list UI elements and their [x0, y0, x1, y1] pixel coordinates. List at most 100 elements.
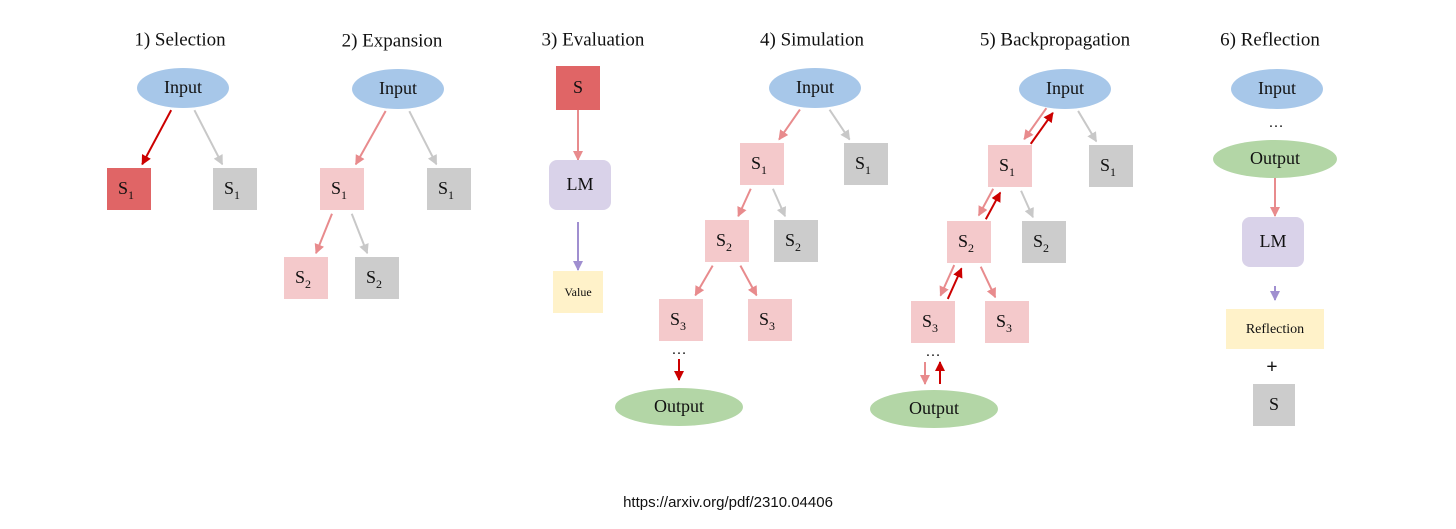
edge-s2a-to-s1a: [984, 191, 1002, 220]
svg-text:Input: Input: [379, 78, 417, 98]
node-output: Output: [1213, 140, 1337, 178]
node-s: S: [556, 66, 600, 110]
edge-s1a-to-s2b: [350, 213, 369, 255]
node-s3a: S3: [659, 299, 703, 341]
node-shape: [427, 168, 471, 210]
edge-s1a-to-s2a: [314, 213, 333, 255]
node-subscript: 3: [680, 319, 686, 333]
node-label: S: [295, 267, 305, 287]
node-shape: [988, 145, 1032, 187]
node-label: S: [855, 153, 865, 173]
node-s1a: S1: [107, 168, 151, 210]
node-subscript: 2: [305, 277, 311, 291]
node-label: S: [785, 230, 795, 250]
svg-text:S: S: [1269, 394, 1279, 414]
panel-title: 1) Selection: [134, 29, 226, 50]
edge-input-to-s1a: [1023, 107, 1048, 141]
node-s3b: S3: [985, 301, 1029, 343]
node-dots: …: [926, 344, 941, 360]
node-label: S: [751, 153, 761, 173]
svg-text:S1: S1: [224, 178, 240, 202]
node-label: S: [759, 309, 769, 329]
node-shape: [284, 257, 328, 299]
svg-text:S1: S1: [999, 155, 1015, 179]
svg-text:S2: S2: [295, 267, 311, 291]
svg-text:S3: S3: [996, 311, 1012, 335]
node-shape: [355, 257, 399, 299]
node-label: Input: [379, 78, 417, 98]
svg-text:Input: Input: [1046, 78, 1084, 98]
node-label: S: [573, 77, 583, 97]
svg-text:S2: S2: [366, 267, 382, 291]
node-shape: [615, 388, 743, 426]
node-dots: …: [672, 342, 687, 358]
svg-text:S1: S1: [1100, 155, 1116, 179]
edge-input-to-s1b: [1077, 110, 1098, 143]
node-s2a: S2: [947, 221, 991, 263]
node-subscript: 2: [968, 241, 974, 255]
node-subscript: 3: [1006, 321, 1012, 335]
node-label: S: [438, 178, 448, 198]
node-label: S: [224, 178, 234, 198]
node-label: S: [331, 178, 341, 198]
node-output: Output: [615, 388, 743, 426]
panel-title: 4) Simulation: [760, 29, 864, 50]
node-shape: [1242, 217, 1304, 267]
node-input: Input: [1019, 69, 1111, 109]
svg-text:Input: Input: [1258, 78, 1296, 98]
node-label: Input: [796, 77, 834, 97]
edge-input-to-s1b: [408, 110, 438, 166]
node-shape: [320, 168, 364, 210]
node-s: S: [1253, 384, 1295, 426]
node-shape: [107, 168, 151, 210]
node-label: Output: [654, 396, 704, 416]
node-shape: [985, 301, 1029, 343]
node-value: Value: [553, 271, 603, 313]
node-label: S: [366, 267, 376, 287]
node-shape: [1089, 145, 1133, 187]
node-label: Input: [1046, 78, 1084, 98]
node-subscript: 2: [726, 240, 732, 254]
node-shape: [549, 160, 611, 210]
svg-text:S1: S1: [855, 153, 871, 177]
edge-s1a-to-s2a: [737, 188, 752, 218]
node-shape: [137, 68, 229, 108]
panel-title: 2) Expansion: [342, 30, 443, 51]
node-subscript: 1: [234, 188, 240, 202]
node-input: Input: [769, 68, 861, 108]
node-shape: [740, 143, 784, 185]
node-label: S: [716, 230, 726, 250]
node-label: Reflection: [1246, 322, 1304, 337]
node-label: …: [1269, 115, 1284, 131]
edge-input-to-s1b: [828, 109, 851, 141]
svg-text:S1: S1: [331, 178, 347, 202]
node-s1a: S1: [320, 168, 364, 210]
edge-input-to-s1b: [193, 109, 224, 166]
svg-text:S3: S3: [759, 309, 775, 333]
node-label: LM: [567, 174, 594, 194]
node-shape: [1231, 69, 1323, 109]
node-subscript: 1: [341, 188, 347, 202]
svg-text:Output: Output: [654, 396, 704, 416]
node-label: …: [672, 342, 687, 358]
svg-text:…: …: [672, 342, 687, 358]
edge-s3a-to-s2a: [946, 267, 963, 300]
node-subscript: 3: [769, 319, 775, 333]
edge-input-to-s1a: [141, 109, 173, 166]
node-label: Input: [164, 77, 202, 97]
node-shape: [705, 220, 749, 262]
panel-title: 6) Reflection: [1220, 29, 1320, 50]
node-shape: [1253, 384, 1295, 426]
svg-text:…: …: [1269, 115, 1284, 131]
node-shape: [911, 301, 955, 343]
svg-text:Input: Input: [164, 77, 202, 97]
node-s3a: S3: [911, 301, 955, 343]
edge-input-to-s1a: [354, 110, 387, 166]
node-shape: [213, 168, 257, 210]
svg-text:LM: LM: [567, 174, 594, 194]
node-s1a: S1: [740, 143, 784, 185]
edge-s1a-to-s2b: [772, 188, 787, 218]
